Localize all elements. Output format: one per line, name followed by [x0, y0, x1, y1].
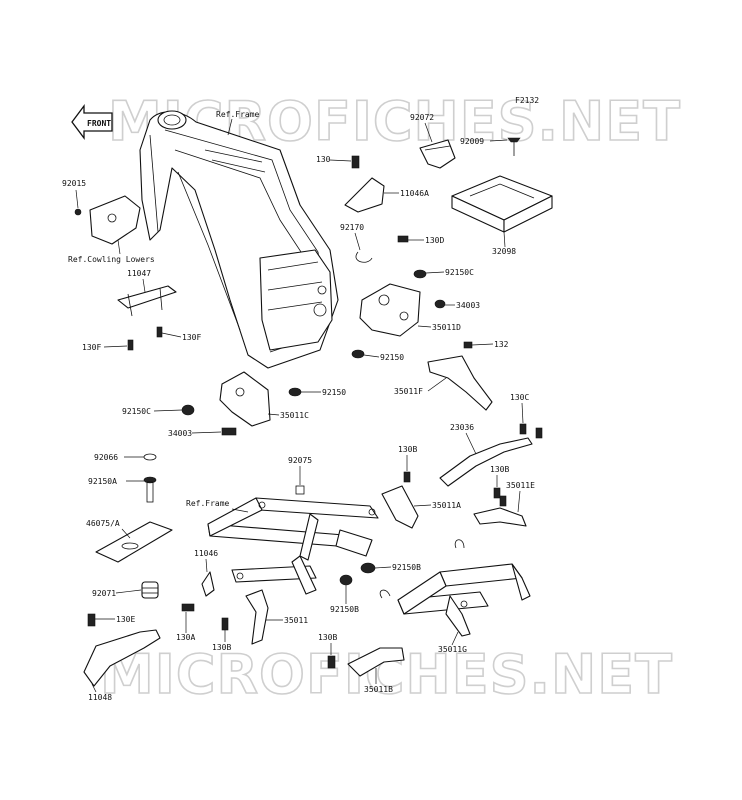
- bracket-35011: [245, 589, 269, 645]
- part-35011e: 35011E: [506, 481, 535, 490]
- part-92150-mid: 92150: [322, 388, 346, 397]
- part-92150-low: 92150: [380, 353, 404, 362]
- lower-subframe: [207, 497, 379, 595]
- bracket-35011b: [347, 647, 405, 677]
- ref-frame-top: Ref.Frame: [216, 110, 260, 119]
- part-92072: 92072: [410, 113, 434, 122]
- part-11048: 11048: [88, 693, 112, 702]
- bracket-35011c: [219, 371, 271, 427]
- ref-cowling-lowers: Ref.Cowling Lowers: [68, 255, 155, 264]
- part-92015: 92015: [62, 179, 86, 188]
- part-92071: 92071: [92, 589, 116, 598]
- cover-46075: [95, 521, 173, 563]
- main-frame: [139, 110, 339, 369]
- part-130b-b: 130B: [490, 465, 509, 474]
- washer-92066: [143, 453, 157, 461]
- part-92150c-top: 92150C: [445, 268, 474, 277]
- part-92150a: 92150A: [88, 477, 117, 486]
- part-92170: 92170: [340, 223, 364, 232]
- part-11047: 11047: [127, 269, 151, 278]
- part-92150c-mid: 92150C: [122, 407, 151, 416]
- spring-92170: [355, 251, 373, 263]
- bracket-11046a: [344, 177, 385, 213]
- bracket-35011g: [379, 539, 531, 637]
- bracket-35011d: [359, 283, 421, 337]
- part-92075: 92075: [288, 456, 312, 465]
- part-23036: 23036: [450, 423, 474, 432]
- part-46075: 46075/A: [86, 519, 120, 528]
- part-92066: 92066: [94, 453, 118, 462]
- tray-32098: [451, 175, 553, 233]
- damper-92071: [141, 581, 159, 599]
- bracket-35011e: [473, 507, 527, 527]
- part-130b-d: 130B: [318, 633, 337, 642]
- bracket-35011a: [381, 485, 419, 529]
- bolt-92150a: [143, 476, 157, 503]
- ref-frame-lower: Ref.Frame: [186, 499, 230, 508]
- bracket-11048: [83, 629, 161, 687]
- bracket-11047: [117, 285, 177, 351]
- part-11046a: 11046A: [400, 189, 429, 198]
- part-92009: 92009: [460, 137, 484, 146]
- front-arrow-icon: FRONT: [71, 104, 113, 140]
- part-130c: 130C: [510, 393, 529, 402]
- part-35011d: 35011D: [432, 323, 461, 332]
- front-label: FRONT: [87, 119, 111, 128]
- part-130d: 130D: [425, 236, 444, 245]
- part-92150b-b: 92150B: [330, 605, 359, 614]
- stay-23036: [439, 437, 533, 487]
- part-130e: 130E: [116, 615, 135, 624]
- part-130b-a: 130B: [398, 445, 417, 454]
- part-35011b: 35011B: [364, 685, 393, 694]
- part-35011c: 35011C: [280, 411, 309, 420]
- part-32098: 32098: [492, 247, 516, 256]
- part-130b-c: 130B: [212, 643, 231, 652]
- bracket-11046: [201, 571, 215, 597]
- part-35011g: 35011G: [438, 645, 467, 654]
- part-34003-top: 34003: [456, 301, 480, 310]
- bracket-35011f: [427, 355, 493, 411]
- part-34003-mid: 34003: [168, 429, 192, 438]
- part-130a: 130A: [176, 633, 195, 642]
- part-35011: 35011: [284, 616, 308, 625]
- part-132: 132: [494, 340, 509, 349]
- part-130f-right: 130F: [182, 333, 201, 342]
- part-130-top: 130: [316, 155, 331, 164]
- part-35011f: 35011F: [394, 387, 423, 396]
- screw-92009: [507, 137, 521, 156]
- figure-code: F2132: [515, 96, 539, 105]
- part-35011a: 35011A: [432, 501, 461, 510]
- part-92150b-a: 92150B: [392, 563, 421, 572]
- part-130f-left: 130F: [82, 343, 101, 352]
- clip-92072: [419, 139, 456, 169]
- part-11046: 11046: [194, 549, 218, 558]
- cowling-bracket: [74, 195, 141, 245]
